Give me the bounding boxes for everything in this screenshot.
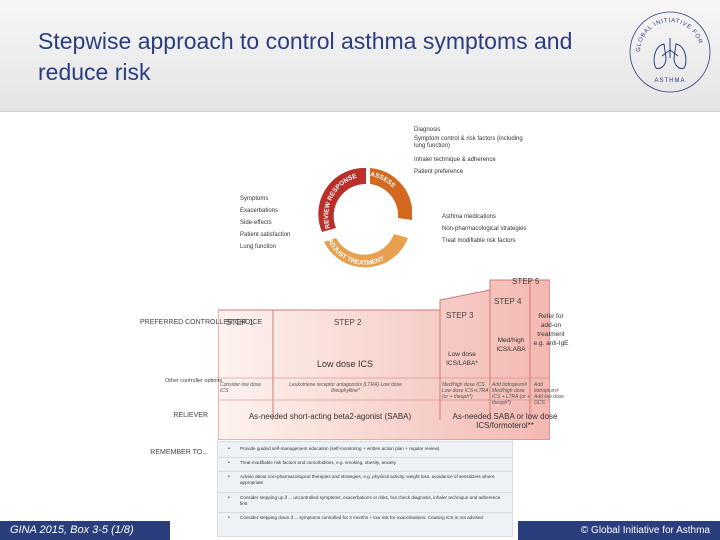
step-label-1: STEP 1 <box>226 318 254 327</box>
footer-source: GINA 2015, Box 3-5 (1/8) <box>10 524 134 536</box>
review-item: Exacerbations <box>240 208 279 214</box>
remember-panel: • Provide guided self-management educati… <box>217 441 513 537</box>
response-arc <box>318 167 366 232</box>
preferred-step4: Med/high ICS/LABA <box>496 337 526 353</box>
divider <box>218 492 512 493</box>
row-label-preferred: PREFERRED CONTROLLER CHOICE <box>140 319 263 326</box>
arc-label-response: REVIEW RESPONSE <box>323 173 358 230</box>
step-label-2: STEP 2 <box>334 318 362 327</box>
lungs-logo-icon <box>653 38 687 69</box>
assess-item: Diagnosis <box>414 127 441 133</box>
cycle-arrows: REVIEW RESPONSE ASSESS ADJUST TREATMENT <box>318 167 412 268</box>
assess-arc <box>370 168 412 220</box>
step-label-5: STEP 5 <box>512 277 540 286</box>
row-label-other: Other controller options <box>165 378 223 384</box>
row-label-reliever: RELIEVER <box>173 412 208 419</box>
logo-ring-text: GLOBAL INITIATIVE FOR <box>636 18 702 52</box>
divider <box>218 512 512 513</box>
adjust-item: Non-pharmacological strategies <box>442 226 527 232</box>
adjust-item: Asthma medications <box>442 214 497 220</box>
preferred-step3: Low dose ICS/LABA* <box>446 351 478 367</box>
other-step1: Consider low dose ICS <box>220 382 262 394</box>
preferred-low-dose-ics: Low dose ICS <box>316 359 374 369</box>
adjust-arc <box>324 234 408 268</box>
bullet-icon: • <box>228 460 230 466</box>
footer-copyright: © Global Initiative for Asthma <box>580 525 710 536</box>
bullet-icon: • <box>228 474 230 480</box>
bullet-icon: • <box>228 515 230 521</box>
assess-item: Symptom control & risk factors (includin… <box>414 136 523 149</box>
reliever-combo: As-needed SABA or low dose ICS/formotero… <box>452 412 558 430</box>
review-item: Side-effects <box>240 220 272 226</box>
review-item: Patient satisfaction <box>240 232 291 238</box>
logo-center-text: ASTHMA <box>654 78 685 84</box>
svg-text:GLOBAL INITIATIVE FOR: GLOBAL INITIATIVE FOR <box>636 18 703 52</box>
preferred-step5: Refer for add-on treatment e.g. anti-IgE <box>533 313 569 347</box>
other-step2: Leukotriene receptor antagonists (LTRA) … <box>289 382 402 394</box>
bullet-icon: • <box>228 495 230 501</box>
step-label-4: STEP 4 <box>494 297 522 306</box>
assess-item: Patient preference <box>414 169 464 175</box>
review-item: Lung function <box>240 244 277 250</box>
review-item: Symptoms <box>240 196 269 202</box>
step-staircase <box>218 279 550 440</box>
bullet-icon: • <box>228 446 230 452</box>
divider <box>218 457 512 458</box>
cycle-diagram: Diagnosis Symptom control & risk factors… <box>212 112 526 272</box>
step-label-3: STEP 3 <box>446 311 474 320</box>
other-step5: Add tiotropium# Add low dose OCS <box>534 382 565 406</box>
footer-source-bar: GINA 2015, Box 3-5 (1/8) <box>0 521 170 540</box>
other-step4: Add tiotropium# Med/high dose ICS + LTRA… <box>492 382 531 406</box>
header-bar: Stepwise approach to control asthma symp… <box>0 0 720 112</box>
reliever-saba: As-needed short-acting beta2-agonist (SA… <box>248 412 412 421</box>
page-title: Stepwise approach to control asthma symp… <box>38 28 573 85</box>
other-step3: Med/high dose ICS Low dose ICS+LTRA (or … <box>442 382 489 400</box>
row-label-remember: REMEMBER TO... <box>150 449 208 456</box>
svg-text:REVIEW RESPONSE: REVIEW RESPONSE <box>323 173 358 230</box>
divider <box>218 471 512 472</box>
gina-logo: GLOBAL INITIATIVE FOR ASTHMA <box>629 11 711 93</box>
assess-item: Inhaler technique & adherence <box>414 157 496 163</box>
footer-copyright-bar: © Global Initiative for Asthma <box>518 521 720 540</box>
adjust-item: Treat modifiable risk factors <box>442 238 516 244</box>
